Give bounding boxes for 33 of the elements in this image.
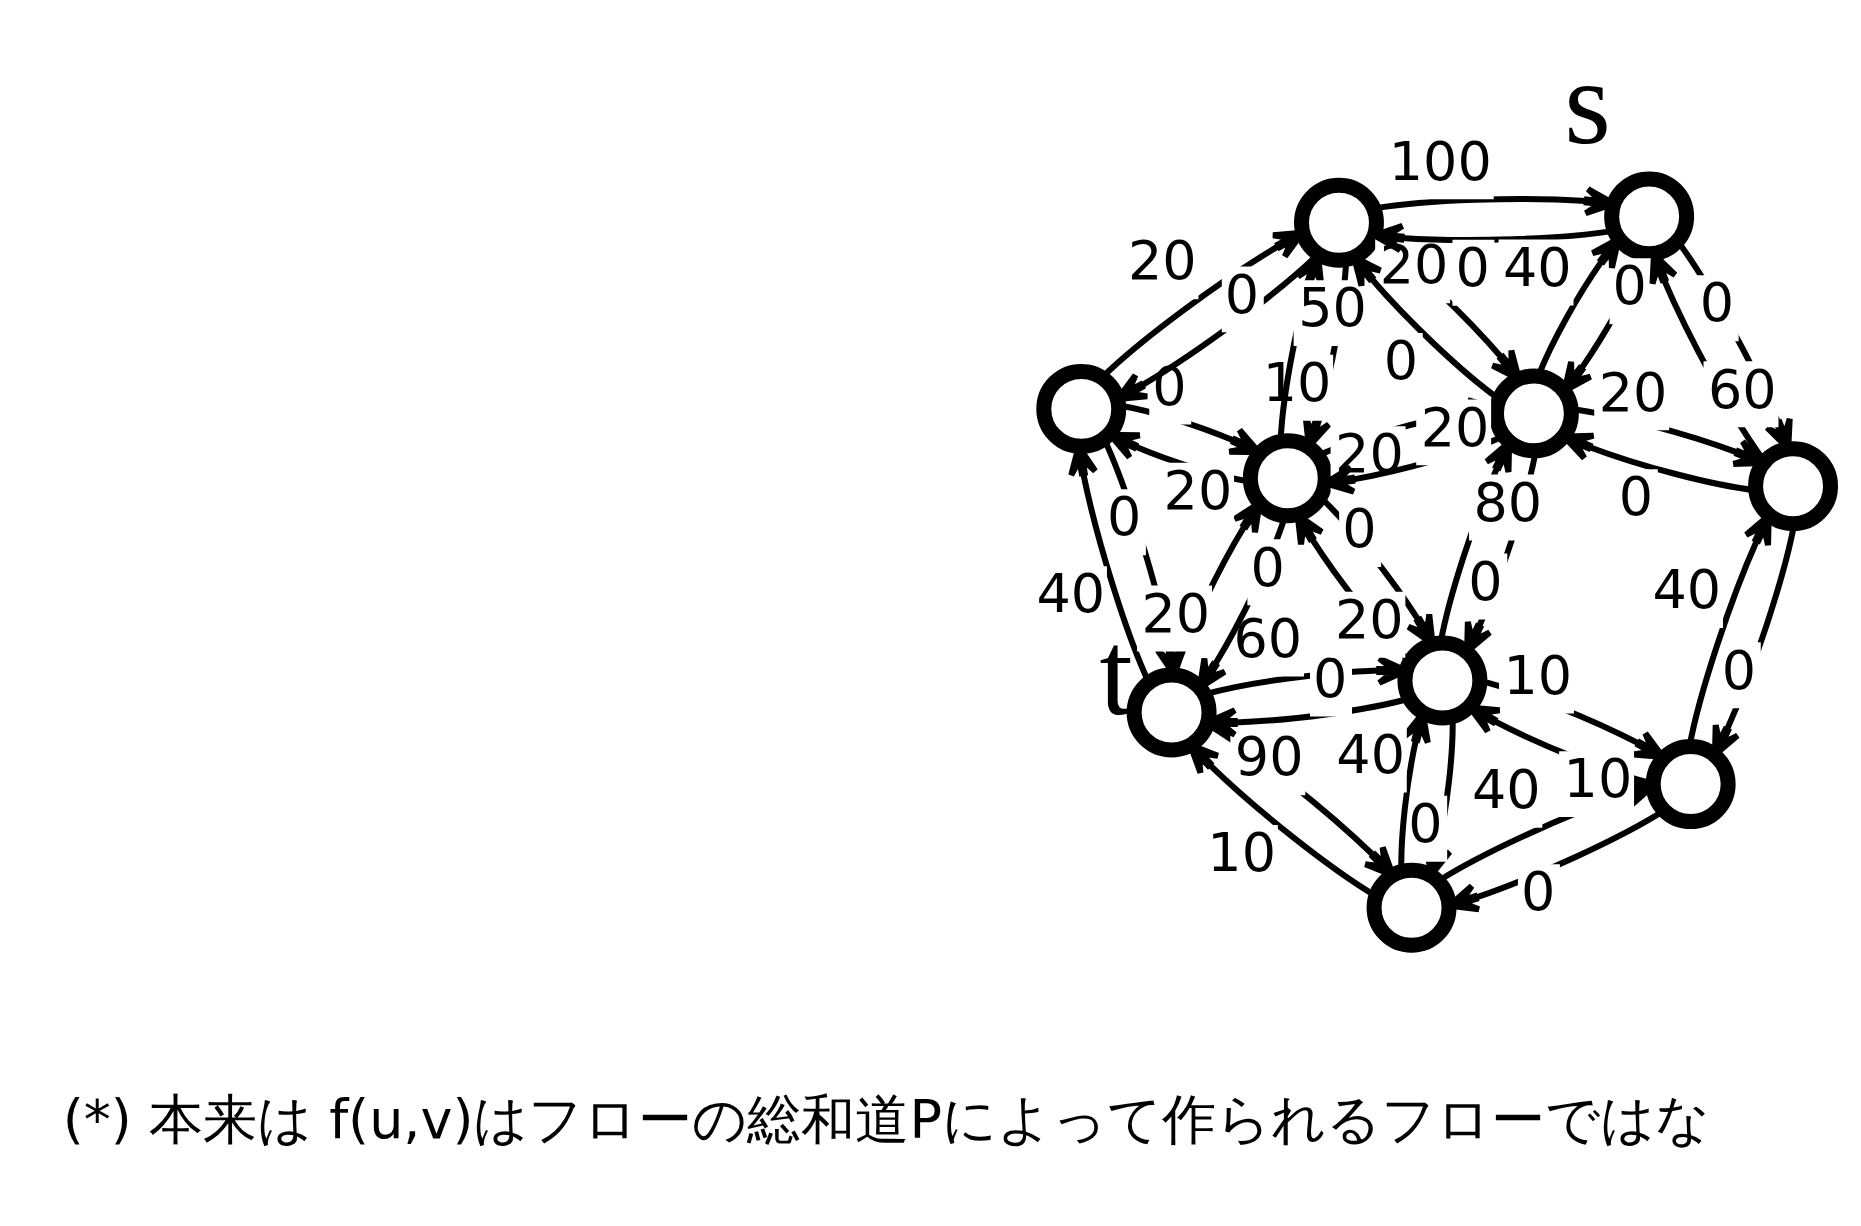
edge-label: 100 (1388, 129, 1492, 193)
edge-label: 0 (1224, 262, 1260, 326)
edge-label: 0 (1618, 465, 1654, 529)
edge-label: 0 (1408, 791, 1443, 855)
edge-label: 0 (1612, 254, 1647, 318)
label: (*) 本来は f(u,v)はフローの総和道Pによって作られるフローではな (62, 1088, 1711, 1152)
edge-label: 0 (1455, 235, 1490, 299)
edge-label: 0 (1468, 549, 1503, 613)
edge-label: 0 (1250, 535, 1285, 599)
edge-label: 20 (1141, 581, 1211, 645)
edge-label: 0 (1520, 860, 1556, 924)
edge-label: 10 (1563, 747, 1633, 811)
node-label: s (1564, 35, 1612, 169)
edge-label: 0 (1383, 329, 1419, 393)
edge-label: 10 (1207, 821, 1277, 885)
edge-label: 40 (1336, 722, 1405, 786)
edge-label: 20 (1163, 458, 1233, 522)
edge-label: 0 (1342, 497, 1377, 561)
edge-label: 40 (1471, 757, 1541, 821)
edge-label: 80 (1473, 470, 1543, 534)
edge-label: 10 (1503, 643, 1573, 707)
edge-label: 50 (1298, 276, 1367, 340)
edge-label: 60 (1708, 357, 1777, 421)
edge-label: 0 (1106, 485, 1142, 549)
edge-label: 20 (1420, 395, 1490, 459)
edge-label: 0 (1721, 638, 1757, 702)
edge-label: 20 (1598, 360, 1668, 424)
edge-label: 60 (1233, 606, 1303, 670)
edge-label: 40 (1652, 558, 1722, 622)
edge-label: 40 (1503, 235, 1572, 299)
edge-label: 0 (1699, 271, 1734, 335)
edge-label: 90 (1234, 725, 1304, 789)
edge-label: 20 (1128, 229, 1197, 293)
